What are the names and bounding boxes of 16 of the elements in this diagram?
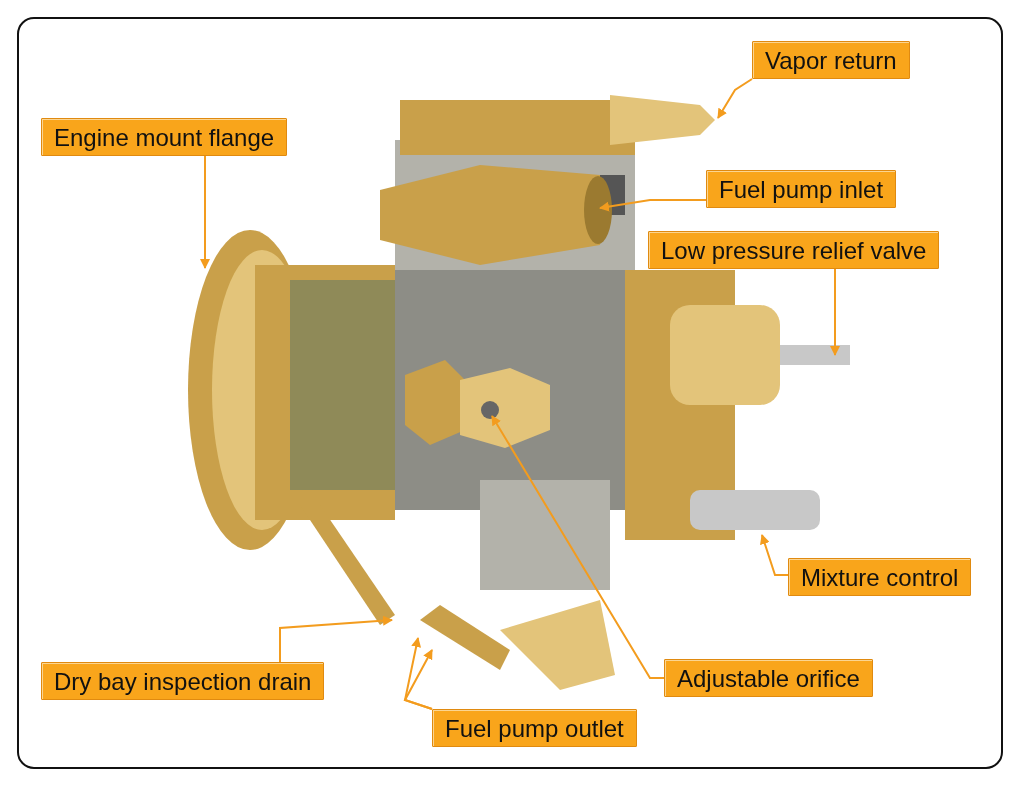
callout-label: Fuel pump outlet: [432, 709, 637, 747]
leader-line: [760, 534, 789, 576]
leader-line: [279, 615, 393, 663]
leader-line: [830, 268, 840, 356]
callout-label: Fuel pump inlet: [706, 170, 897, 208]
leader-line: [200, 155, 210, 269]
callout-label: Mixture control: [788, 558, 972, 596]
callout-label: Vapor return: [752, 41, 910, 79]
leader-line: [717, 78, 753, 119]
callout-label: Adjustable orifice: [664, 659, 873, 697]
leader-line: [599, 199, 707, 212]
callout-label: Dry bay inspection drain: [41, 662, 325, 700]
callout-label: Engine mount flange: [41, 118, 288, 156]
callout-label: Low pressure relief valve: [648, 231, 940, 269]
leader-line: [491, 415, 665, 679]
leader-line: [403, 649, 433, 710]
